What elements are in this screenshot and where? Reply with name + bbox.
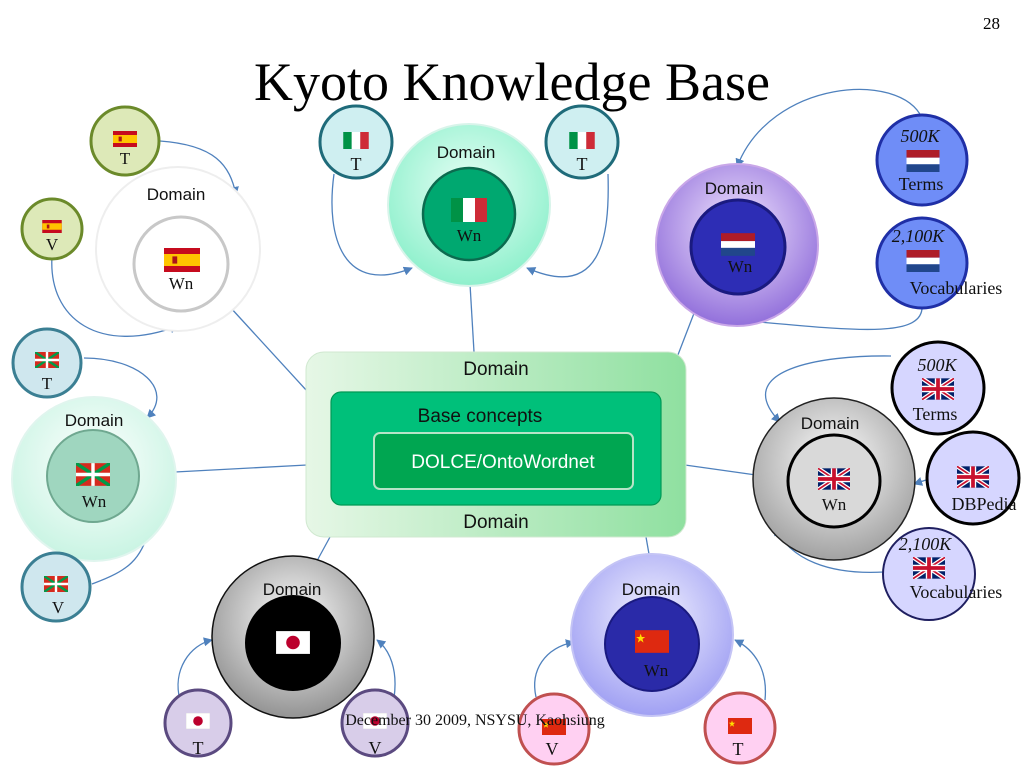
basque-wn-label: Wn: [82, 492, 107, 511]
footer-text: December 30 2009, NSYSU, Kaohsiung: [345, 712, 605, 729]
flag-basque-icon: [76, 463, 110, 486]
italian-domain-label: Domain: [437, 143, 496, 162]
english-vocab-count: 2,100K: [899, 534, 953, 554]
chinese-domain-label: Domain: [622, 580, 681, 599]
dutch-terms: 500K Terms: [875, 113, 969, 207]
center-block: Domain Base concepts DOLCE/OntoWordnet D…: [305, 351, 687, 538]
japanese-node: Domain: [211, 555, 375, 719]
english-terms-count: 500K: [917, 355, 957, 375]
japanese-t: T: [163, 688, 233, 758]
japanese-t-label: T: [193, 738, 204, 758]
slide-title: Kyoto Knowledge Base: [254, 52, 770, 112]
basque-t: T: [11, 327, 83, 399]
flag-netherlands-icon: [721, 233, 755, 256]
flag-uk-icon: [913, 557, 945, 578]
center-domain-bottom: Domain: [463, 512, 528, 533]
english-node: Domain Wn: [752, 397, 916, 561]
flag-italy-icon: [569, 132, 595, 149]
flag-italy-icon: [343, 132, 369, 149]
curved-arrows: [51, 88, 927, 701]
basque-v: V: [20, 551, 92, 623]
dutch-wn-label: Wn: [728, 257, 753, 276]
dutch-terms-count: 500K: [900, 126, 940, 146]
dutch-terms-label: Terms: [899, 174, 944, 194]
japanese-v-label: V: [369, 738, 382, 758]
spanish-t: T: [89, 105, 161, 177]
flag-japan-icon: [186, 713, 210, 729]
flag-italy-icon: [451, 198, 487, 222]
italian-t-right: T: [544, 104, 620, 180]
japanese-domain-label: Domain: [263, 580, 322, 599]
english-wn-label: Wn: [822, 495, 847, 514]
flag-china-icon: [728, 718, 752, 734]
basque-node: Domain Wn: [11, 396, 177, 562]
dutch-vocab-label: Vocabularies: [910, 278, 1003, 298]
flag-japan-icon: [276, 631, 310, 654]
flag-china-icon: [635, 630, 669, 653]
italian-t-left-label: T: [351, 154, 362, 174]
flag-spain-icon: [42, 220, 62, 233]
spanish-t-label: T: [120, 149, 131, 168]
flag-spain-icon: [113, 131, 137, 147]
chinese-node: Domain Wn: [570, 553, 734, 717]
japanese-v: V: [340, 688, 410, 758]
slide-number: 28: [983, 14, 1000, 33]
basque-t-label: T: [42, 374, 53, 393]
italian-node: Domain Wn: [387, 123, 551, 287]
flag-basque-icon: [35, 352, 59, 368]
dolce-label: DOLCE/OntoWordnet: [411, 452, 595, 473]
chinese-t: T: [703, 691, 777, 765]
flag-spain-icon: [164, 248, 200, 272]
dutch-vocabularies: 2,100K Vocabularies: [875, 216, 1003, 310]
english-vocabularies: 2,100K Vocabularies: [882, 527, 1003, 621]
spanish-node: Domain Wn: [95, 166, 261, 332]
flag-netherlands-icon: [906, 250, 940, 272]
spanish-domain-label: Domain: [147, 185, 206, 204]
italian-t-left: T: [318, 104, 394, 180]
spanish-wn-label: Wn: [169, 274, 194, 293]
english-terms: 500K Terms: [890, 340, 986, 436]
english-terms-label: Terms: [913, 404, 958, 424]
chinese-v-label: V: [546, 739, 559, 759]
italian-wn-label: Wn: [457, 226, 482, 245]
flag-uk-icon: [957, 466, 989, 487]
chinese-t-label: T: [733, 739, 744, 759]
flag-uk-icon: [922, 378, 954, 399]
flag-basque-icon: [44, 576, 68, 592]
basque-v-label: V: [52, 598, 65, 617]
basque-domain-label: Domain: [65, 411, 124, 430]
italian-t-right-label: T: [577, 154, 588, 174]
english-vocab-label: Vocabularies: [910, 582, 1003, 602]
spanish-v-label: V: [46, 235, 59, 254]
english-domain-label: Domain: [801, 414, 860, 433]
chinese-v: V: [517, 692, 591, 766]
flag-netherlands-icon: [906, 150, 940, 172]
spanish-v: V: [20, 197, 84, 261]
base-concepts-label: Base concepts: [418, 406, 543, 427]
flag-uk-icon: [818, 468, 850, 489]
dolce-box: [373, 432, 634, 490]
center-domain-top: Domain: [463, 359, 528, 380]
english-dbpedia: DBPedia: [925, 430, 1021, 526]
dutch-domain-label: Domain: [705, 179, 764, 198]
dutch-node: Domain Wn: [655, 163, 819, 327]
dutch-vocab-count: 2,100K: [892, 226, 946, 246]
chinese-wn-label: Wn: [644, 661, 669, 680]
english-dbpedia-label: DBPedia: [952, 494, 1017, 514]
